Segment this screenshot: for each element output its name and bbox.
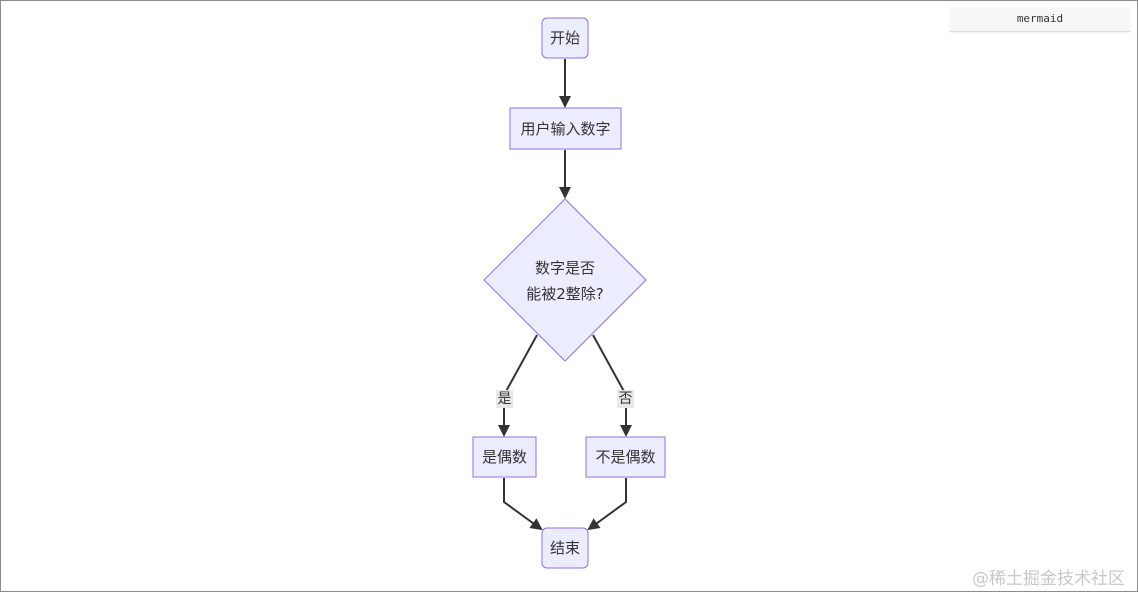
node-even[interactable]: 是偶数 — [472, 436, 537, 478]
edge-label-yes: 是 — [496, 390, 513, 408]
edge-decision-to-even — [498, 334, 538, 437]
node-input-label: 用户输入数字 — [520, 120, 610, 138]
node-end-label: 结束 — [550, 539, 580, 557]
node-start-shape — [541, 17, 589, 59]
edge-decision-to-odd — [592, 334, 632, 437]
node-decision-label-line1: 数字是否 — [535, 259, 595, 277]
node-even-shape — [472, 436, 537, 478]
watermark: @稀土掘金技术社区 — [972, 569, 1125, 589]
edge-label-no-bg — [617, 390, 634, 408]
node-odd[interactable]: 不是偶数 — [585, 436, 666, 478]
edge-label-yes-bg — [496, 390, 513, 408]
node-odd-label: 不是偶数 — [595, 448, 655, 466]
code-language-tag: mermaid — [950, 7, 1130, 32]
node-input[interactable]: 用户输入数字 — [509, 107, 622, 150]
node-end-shape — [541, 527, 589, 569]
node-decision-label-line2: 能被2整除? — [526, 285, 604, 303]
edge-even-to-end — [503, 478, 543, 531]
node-even-label: 是偶数 — [482, 448, 527, 466]
node-end[interactable]: 结束 — [541, 527, 589, 569]
node-odd-shape — [585, 436, 666, 478]
node-decision[interactable]: 数字是否 能被2整除? — [483, 198, 647, 362]
edge-odd-to-end — [587, 478, 627, 531]
edge-label-no-text: 否 — [619, 391, 633, 407]
node-decision-shape — [483, 198, 647, 362]
edge-label-no: 否 — [617, 390, 634, 408]
node-input-shape — [509, 107, 622, 150]
edge-label-yes-text: 是 — [498, 391, 512, 407]
node-start-label: 开始 — [550, 29, 580, 47]
node-start[interactable]: 开始 — [541, 17, 589, 59]
